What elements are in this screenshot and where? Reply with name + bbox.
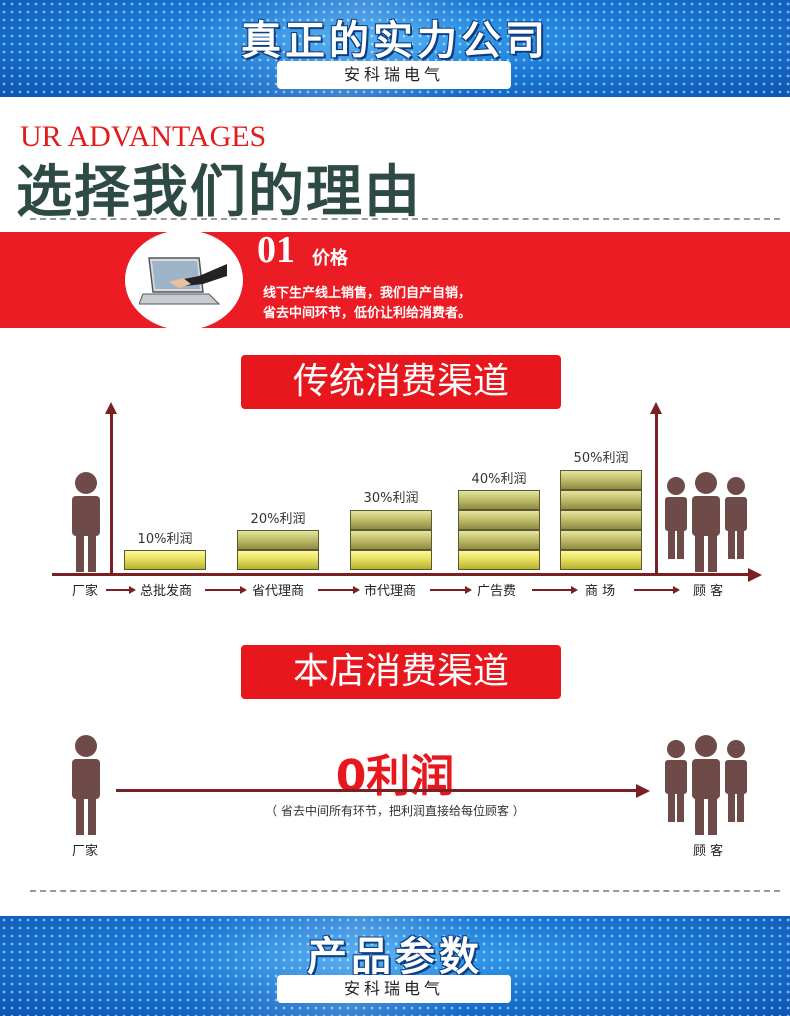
flow-arrow-6 <box>634 586 680 594</box>
our-channel-title: 本店消费渠道 <box>241 645 561 699</box>
customers-group-icon <box>665 472 747 572</box>
traditional-title: 传统消费渠道 <box>241 355 561 409</box>
flow-label-province-agent: 省代理商 <box>252 584 305 599</box>
profit-label-3: 30%利润 <box>363 491 419 506</box>
our-manufacturer-label: 厂家 <box>72 844 99 859</box>
feature-line-2: 省去中间环节，低价让利给消费者。 <box>263 306 472 321</box>
flow-label-city-agent: 市代理商 <box>364 584 417 599</box>
profit-label-5: 50%利润 <box>573 451 629 466</box>
feature-line-1: 线下生产线上销售，我们自产自销， <box>263 286 472 301</box>
right-axis-arrow <box>650 402 662 414</box>
flow-arrow-3 <box>318 586 360 594</box>
profit-label-4: 40%利润 <box>471 472 527 487</box>
advantages-cn-title: 选择我们的理由 <box>16 160 422 225</box>
divider <box>30 218 780 220</box>
feature-number: 01 <box>257 229 295 271</box>
bottom-axis <box>52 573 750 576</box>
top-banner-subtitle: 安科瑞电气 <box>277 61 511 89</box>
right-axis <box>655 412 658 574</box>
flow-label-customer: 顾 客 <box>693 584 724 599</box>
advantages-en-title: UR ADVANTAGES <box>20 120 267 153</box>
customers-group-icon-2 <box>665 735 747 835</box>
direct-arrow-head <box>636 784 650 798</box>
our-customer-label: 顾 客 <box>693 844 724 859</box>
flow-arrow-5 <box>532 586 578 594</box>
zero-profit-note: （ 省去中间所有环节，把利润直接给每位顾客 ） <box>265 804 525 818</box>
top-banner-title: 真正的实力公司 <box>241 18 549 64</box>
feature-title: 价格 <box>312 248 348 269</box>
flow-label-manufacturer: 厂家 <box>72 584 99 599</box>
profit-label-1: 10%利润 <box>137 532 193 547</box>
laptop-handshake-icon <box>139 257 227 305</box>
zero-profit-text: 0利润 <box>335 751 455 802</box>
flow-label-wholesaler: 总批发商 <box>140 584 193 599</box>
flow-arrow-4 <box>430 586 472 594</box>
flow-label-advertising: 广告费 <box>477 584 517 599</box>
flow-arrow-1 <box>106 586 136 594</box>
divider-bottom <box>30 890 780 892</box>
bottom-banner-subtitle: 安科瑞电气 <box>277 975 511 1003</box>
flow-arrow-2 <box>205 586 247 594</box>
bottom-axis-arrow <box>748 568 762 582</box>
flow-label-mall: 商 场 <box>585 584 616 599</box>
bottom-banner-title: 产品参数 <box>307 934 483 980</box>
left-axis-arrow <box>105 402 117 414</box>
top-banner: 真正的实力公司 安科瑞电气 <box>0 0 790 97</box>
profit-label-2: 20%利润 <box>250 512 306 527</box>
direct-arrow-line <box>116 789 638 792</box>
manufacturer-person-icon <box>72 472 100 572</box>
left-axis <box>110 412 113 574</box>
bottom-banner: 产品参数 安科瑞电气 <box>0 916 790 1016</box>
manufacturer-person-icon-2 <box>72 735 100 835</box>
